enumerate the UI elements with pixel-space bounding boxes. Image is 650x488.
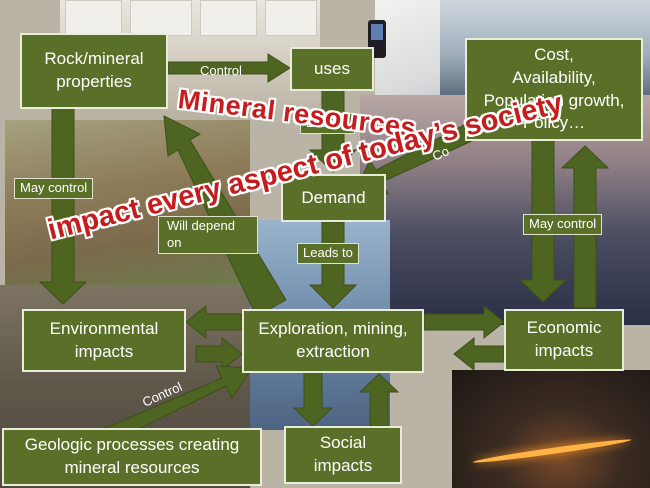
- edge-label-will-depend-on: Will depend on: [158, 216, 258, 254]
- node-environmental-impacts-label: Environmental impacts: [49, 318, 159, 361]
- node-uses: uses: [290, 47, 374, 91]
- node-uses-label: uses: [314, 58, 350, 78]
- node-geologic-processes: Geologic processes creating mineral reso…: [2, 428, 262, 486]
- arrow-demand-to-exploration: [308, 221, 358, 309]
- node-exploration-mining-extraction: Exploration, mining, extraction: [242, 309, 424, 373]
- node-social-impacts: Social impacts: [284, 426, 402, 484]
- node-geologic-processes-label: Geologic processes creating mineral reso…: [24, 435, 240, 477]
- edge-label-control-top: Control: [200, 63, 242, 78]
- arrow-rock-to-environmental: [38, 107, 88, 305]
- node-economic-impacts-label: Economic impacts: [526, 318, 602, 360]
- edge-label-leads-to: Leads to: [297, 243, 359, 264]
- node-demand-label: Demand: [301, 187, 366, 207]
- edge-label-may-control-right: May control: [523, 214, 603, 235]
- arrow-exploration-to-environmental: [185, 304, 243, 340]
- arrow-exploration-to-economic: [423, 304, 505, 340]
- edge-label-lead-to: Lead to: [300, 113, 356, 134]
- node-exploration-label: Exploration, mining, extraction: [258, 319, 408, 361]
- node-rock-mineral-properties-label: Rock/mineral properties: [44, 49, 144, 91]
- edge-label-may-control-left: May control: [14, 178, 94, 199]
- arrow-environmental-to-exploration: [195, 336, 243, 372]
- arrow-exploration-to-social: [292, 371, 334, 427]
- node-cost-availability-label: Cost, Availability, Population growth, P…: [483, 44, 625, 133]
- node-demand: Demand: [281, 174, 386, 222]
- node-environmental-impacts: Environmental impacts: [22, 309, 186, 372]
- arrow-economic-to-exploration: [453, 336, 505, 372]
- welding-photo: [452, 370, 650, 488]
- node-social-impacts-label: Social impacts: [313, 433, 373, 475]
- node-cost-availability: Cost, Availability, Population growth, P…: [465, 38, 643, 141]
- node-rock-mineral-properties: Rock/mineral properties: [20, 33, 168, 109]
- arrow-social-to-exploration: [358, 373, 400, 427]
- arrow-rock-to-uses: [167, 53, 291, 83]
- node-economic-impacts: Economic impacts: [504, 309, 624, 371]
